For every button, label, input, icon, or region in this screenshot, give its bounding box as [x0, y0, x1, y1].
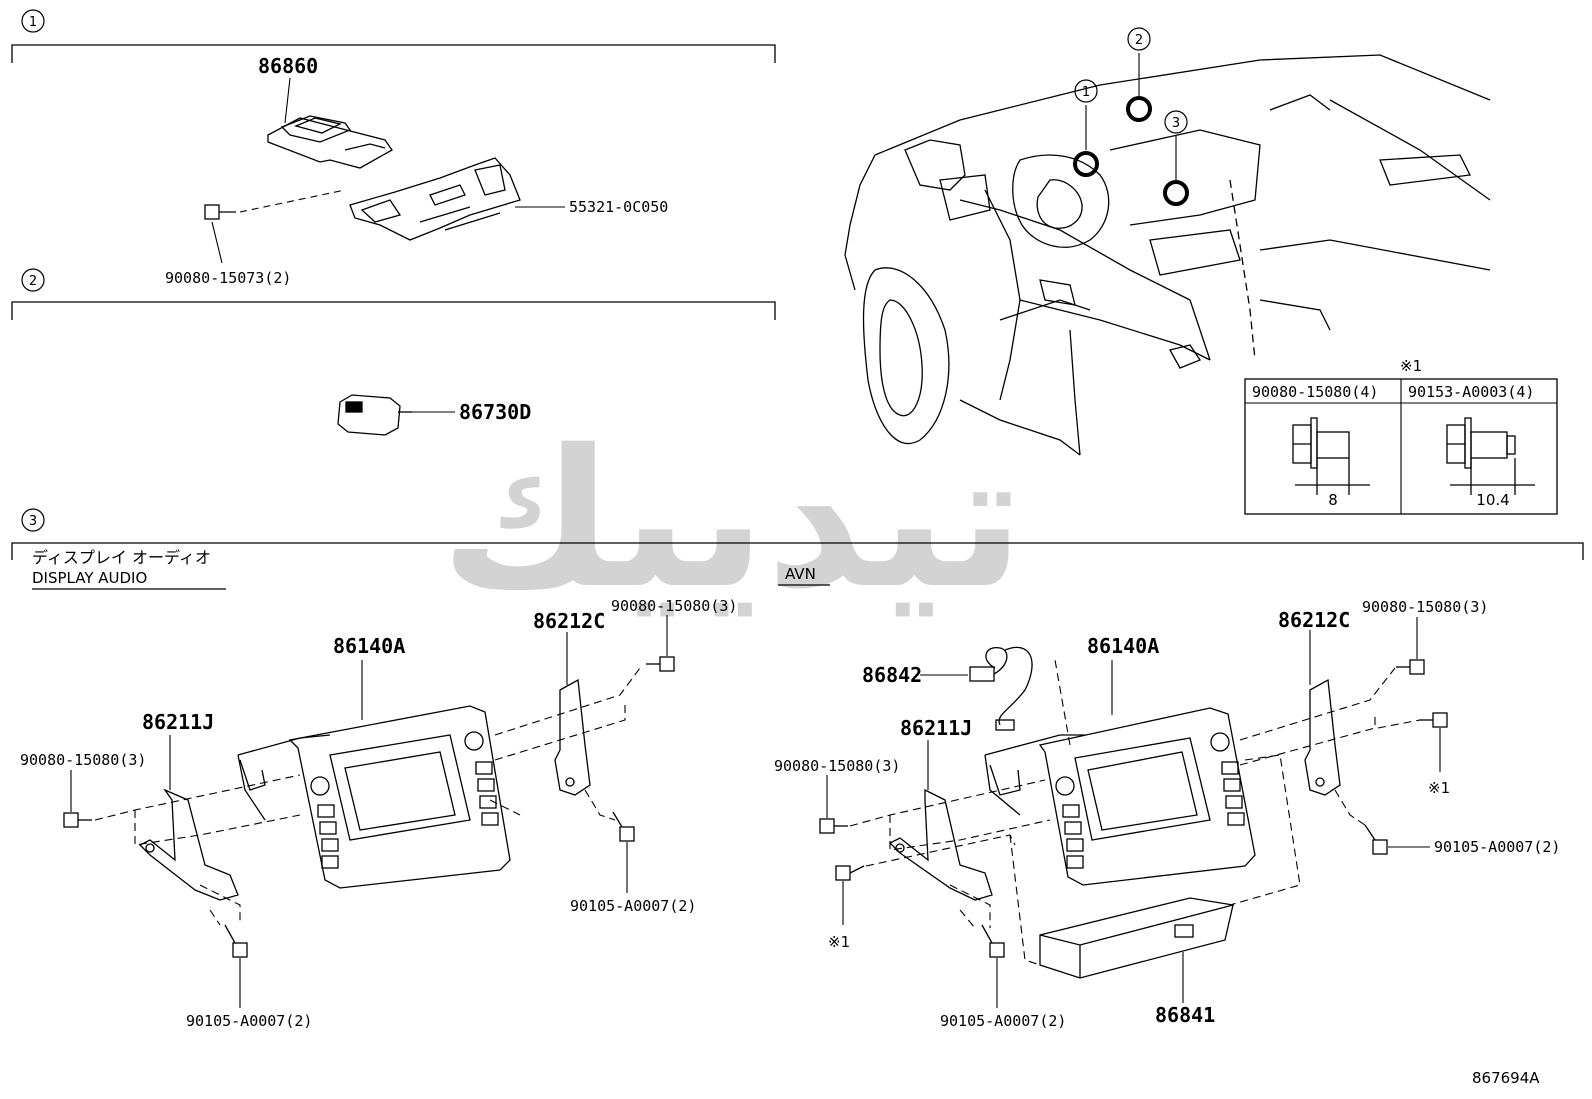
section-1-marker: [21, 9, 45, 33]
bolt-90080-15073-drawing: [204, 204, 236, 220]
bracket-86211J-drawing: [138, 788, 239, 901]
section-3-bracket-line: [11, 542, 1584, 560]
avn-screw-bottom-drawing: [981, 924, 1005, 958]
da-screw-right-label: 90105-A0007(2): [570, 897, 696, 915]
display-audio-assembly: 86140A 86211J 86212C 90080-15080(3) 9008…: [20, 597, 737, 1030]
section-3-title-jp: ディスプレイ オーディオ: [32, 548, 211, 567]
switch-86730D-drawing: [337, 394, 412, 436]
legend-col1-dim: 8: [1328, 491, 1338, 509]
avn-bolt-note-left-drawing: [835, 865, 865, 881]
avn-bolt-note-right-drawing: [1419, 712, 1448, 728]
legend-col2-part: 90153-A0003(4): [1408, 383, 1534, 401]
locator-marker-2: [1127, 27, 1151, 51]
legend-table: ※1 90080-15080(4) 90153-A0003(4) 8 10.4: [1244, 357, 1558, 515]
avn-note-left-mark: ※1: [828, 933, 850, 951]
avn-bracket-right-label: 86212C: [1278, 608, 1350, 632]
part-90080-15073-label: 90080-15073(2): [165, 269, 291, 287]
module-86860-drawing: [267, 115, 393, 169]
section-3: 3 ディスプレイ オーディオ DISPLAY AUDIO AVN: [11, 508, 1584, 590]
avn-assembly: 86140A 86842 86211J 86212C 86841: [774, 598, 1560, 1030]
avn-bolt-right-drawing: [1396, 659, 1425, 675]
locator-marker-3: [1164, 110, 1188, 134]
part-55321-label: 55321-0C050: [569, 198, 668, 216]
avn-bolt-left-label: 90080-15080(3): [774, 757, 900, 775]
da-screw-right-drawing: [612, 811, 635, 842]
legend-mark: ※1: [1400, 357, 1422, 375]
da-bolt-left-label: 90080-15080(3): [20, 751, 146, 769]
avn-module-label: 86841: [1155, 1003, 1215, 1027]
da-unit-label: 86140A: [333, 634, 405, 658]
vehicle-interior-drawing: [844, 54, 1491, 456]
locator-marker-3-label: 3: [1172, 116, 1180, 131]
bracket-55321-drawing: [349, 157, 521, 241]
part-86860-label: 86860: [258, 54, 318, 78]
avn-bracket-right-drawing: [1304, 678, 1341, 796]
avn-bracket-left-label: 86211J: [900, 716, 972, 740]
section-3-title-en: DISPLAY AUDIO: [32, 569, 147, 587]
head-unit-86140A-drawing: [237, 705, 511, 889]
avn-bracket-left-drawing: [888, 788, 993, 901]
legend-col1-part: 90080-15080(4): [1252, 383, 1378, 401]
da-leader-lines: [94, 667, 641, 926]
locator-marker-2-label: 2: [1135, 33, 1143, 48]
da-screw-bottom-drawing: [224, 924, 248, 958]
da-bracket-left-label: 86211J: [142, 710, 214, 734]
avn-harness-label: 86842: [862, 663, 922, 687]
locator-markers: 1 2 3: [1073, 27, 1189, 206]
section-2-marker: [21, 268, 45, 292]
diagram-id: 867694A: [1472, 1069, 1540, 1087]
da-bolt-right-drawing: [646, 656, 675, 672]
avn-unit-label: 86140A: [1087, 634, 1159, 658]
locator-marker-1: [1074, 79, 1098, 103]
section-3-number: 3: [29, 514, 37, 529]
section-3-subtitle: AVN: [785, 565, 816, 583]
avn-screw-right-drawing: [1364, 824, 1388, 855]
da-bolt-left-drawing: [63, 812, 92, 828]
section-3-marker: [21, 508, 45, 532]
avn-leader-lines: [849, 659, 1421, 966]
section-2: 2 86730D: [11, 268, 776, 436]
legend-col2-dim: 10.4: [1476, 491, 1509, 509]
part-86730D-label: 86730D: [459, 400, 531, 424]
section-1: 1 86860 55321-0C050 90080-15073: [11, 9, 776, 287]
avn-note-right-mark: ※1: [1428, 779, 1450, 797]
avn-harness-86842-drawing: [969, 646, 1033, 731]
avn-module-86841-drawing: [1039, 897, 1234, 979]
da-screw-bottom-label: 90105-A0007(2): [186, 1012, 312, 1030]
avn-bolt-left-drawing: [819, 818, 848, 834]
legend-bolt-2-drawing: [1446, 417, 1535, 495]
section-1-number: 1: [29, 15, 37, 30]
legend-bolt-1-drawing: [1292, 417, 1370, 495]
locator-marker-1-label: 1: [1082, 85, 1090, 100]
da-bracket-right-label: 86212C: [533, 609, 605, 633]
avn-head-unit-drawing: [984, 707, 1256, 886]
watermark: ﺗﻴﺪﻳﻴﻚ: [440, 409, 1024, 630]
bracket-86212C-drawing: [554, 678, 591, 796]
avn-bolt-right-label: 90080-15080(3): [1362, 598, 1488, 616]
section-1-bracket-line: [11, 44, 776, 63]
da-bolt-right-label: 90080-15080(3): [611, 597, 737, 615]
avn-screw-bottom-label: 90105-A0007(2): [940, 1012, 1066, 1030]
avn-screw-right-label: 90105-A0007(2): [1434, 838, 1560, 856]
watermark-text: ﺗﻴﺪﻳﻴﻚ: [440, 409, 1024, 630]
section-2-number: 2: [29, 274, 37, 289]
section-2-bracket-line: [11, 301, 776, 320]
